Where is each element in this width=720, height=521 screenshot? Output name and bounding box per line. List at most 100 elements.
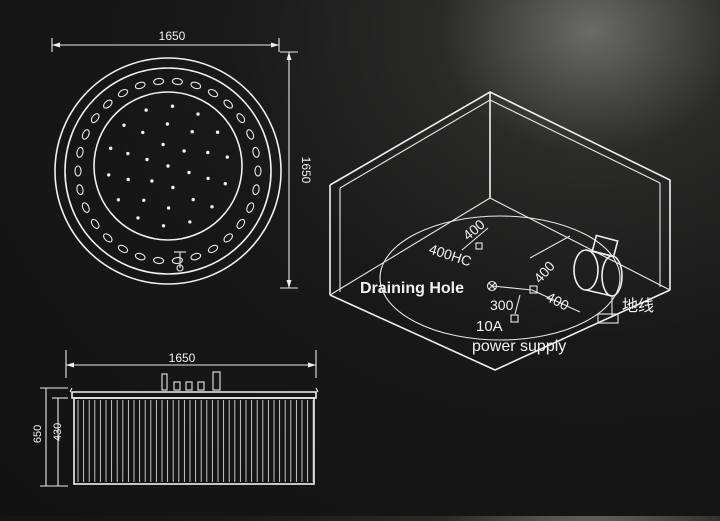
- pipe-connector: [529, 285, 538, 294]
- bubble-hole: [126, 177, 130, 182]
- air-bubble-holes: [107, 104, 229, 228]
- drain-hole-marker: [486, 280, 498, 292]
- jet-nozzle: [246, 129, 255, 140]
- installation-view: 400 400HC 400 300 400 Draining Hole 10A …: [329, 91, 671, 371]
- jet-nozzle: [246, 202, 255, 213]
- dim-400-upper: 400: [460, 216, 488, 243]
- bubble-hole: [191, 197, 195, 202]
- jet-nozzle: [134, 81, 146, 90]
- jet-nozzle: [252, 184, 260, 196]
- bubble-hole: [206, 150, 210, 155]
- ground-wire-label: 地线: [622, 297, 654, 315]
- side-height-dimensions: 650 430: [32, 387, 68, 487]
- bubble-hole: [161, 142, 165, 147]
- jet-nozzle: [207, 88, 219, 98]
- bubble-hole: [136, 216, 140, 220]
- bubble-hole: [107, 173, 111, 177]
- jet-nozzle: [236, 113, 246, 124]
- bubble-hole: [166, 164, 170, 168]
- jet-nozzle: [254, 165, 262, 177]
- jet-nozzle: [223, 99, 233, 109]
- side-inner-height-label: 430: [52, 423, 64, 441]
- side-apron: [73, 397, 315, 485]
- tub-basin: [93, 91, 243, 241]
- jet-nozzle: [153, 77, 165, 86]
- bubble-hole: [187, 170, 191, 175]
- bubble-hole: [171, 185, 175, 190]
- jet-nozzle: [207, 244, 219, 254]
- jet-nozzle: [236, 218, 246, 229]
- jet-nozzle: [171, 77, 183, 86]
- jet-nozzle: [76, 184, 84, 196]
- top-view: 1650 1650: [51, 29, 313, 289]
- jet-nozzle: [190, 252, 202, 261]
- jet-nozzle: [90, 218, 100, 229]
- bubble-hole: [225, 155, 229, 159]
- apron-slats: [77, 400, 314, 482]
- bubble-hole: [122, 123, 126, 127]
- power-amp-label: 10A: [476, 318, 503, 335]
- bubble-hole: [145, 157, 149, 162]
- top-height-dimension: 1650: [280, 51, 313, 289]
- dim-400-lower: 400: [544, 289, 572, 314]
- jet-nozzle: [134, 252, 146, 261]
- jet-nozzle: [90, 113, 100, 124]
- bubble-hole: [206, 176, 210, 181]
- jet-nozzle: [171, 256, 183, 265]
- bubble-hole: [182, 149, 186, 153]
- jet-nozzle: [81, 202, 90, 213]
- jet-nozzle: [81, 129, 90, 140]
- dim-300: 300: [490, 297, 514, 313]
- top-height-label: 1650: [299, 157, 313, 184]
- bubble-hole: [196, 112, 200, 116]
- side-faucets: [161, 371, 221, 391]
- jet-nozzle: [223, 233, 233, 243]
- jet-nozzle: [103, 99, 113, 109]
- tub-outer-rim: [54, 57, 282, 285]
- bubble-hole: [144, 108, 148, 112]
- jet-nozzle: [117, 244, 129, 254]
- jet-nozzle: [76, 146, 84, 158]
- jet-nozzle: [190, 81, 202, 90]
- faucet-fixture: [174, 251, 186, 272]
- top-width-label: 1650: [159, 29, 186, 43]
- bubble-hole: [190, 130, 194, 134]
- bubble-hole: [210, 205, 214, 209]
- top-width-dimension: 1650: [51, 29, 280, 52]
- side-rim: [71, 391, 317, 399]
- side-view: 1650 650 430: [32, 350, 319, 487]
- massage-jets: [74, 77, 262, 265]
- bubble-hole: [161, 224, 166, 228]
- bubble-hole: [170, 104, 175, 108]
- bubble-hole: [109, 146, 113, 150]
- bubble-hole: [188, 220, 192, 224]
- jet-nozzle: [153, 256, 165, 265]
- tub-footprint: [379, 215, 621, 341]
- tub-inner-rim: [64, 67, 272, 275]
- side-width-label: 1650: [169, 351, 196, 365]
- dim-400-right: 400: [530, 258, 558, 286]
- jet-nozzle: [74, 165, 82, 177]
- jet-nozzle: [252, 146, 260, 158]
- floor-front-edge: [329, 289, 671, 371]
- bubble-hole: [116, 198, 121, 202]
- jet-nozzle: [103, 233, 113, 243]
- label-400hc: 400HC: [427, 241, 473, 270]
- bubble-hole: [126, 151, 130, 156]
- pump-motor: [573, 234, 623, 324]
- bubble-hole: [223, 182, 227, 186]
- side-total-height-label: 650: [32, 425, 44, 443]
- power-outlet-marker: [510, 314, 519, 323]
- bubble-hole: [150, 179, 154, 183]
- draining-hole-label: Draining Hole: [360, 280, 464, 297]
- side-width-dimension: 1650: [65, 350, 317, 378]
- jet-nozzle: [117, 88, 129, 98]
- bubble-hole: [166, 206, 171, 210]
- bubble-hole: [142, 198, 146, 202]
- bubble-hole: [215, 130, 220, 134]
- wall-top-edge: [329, 91, 671, 290]
- bubble-hole: [141, 130, 145, 135]
- bubble-hole: [165, 122, 170, 126]
